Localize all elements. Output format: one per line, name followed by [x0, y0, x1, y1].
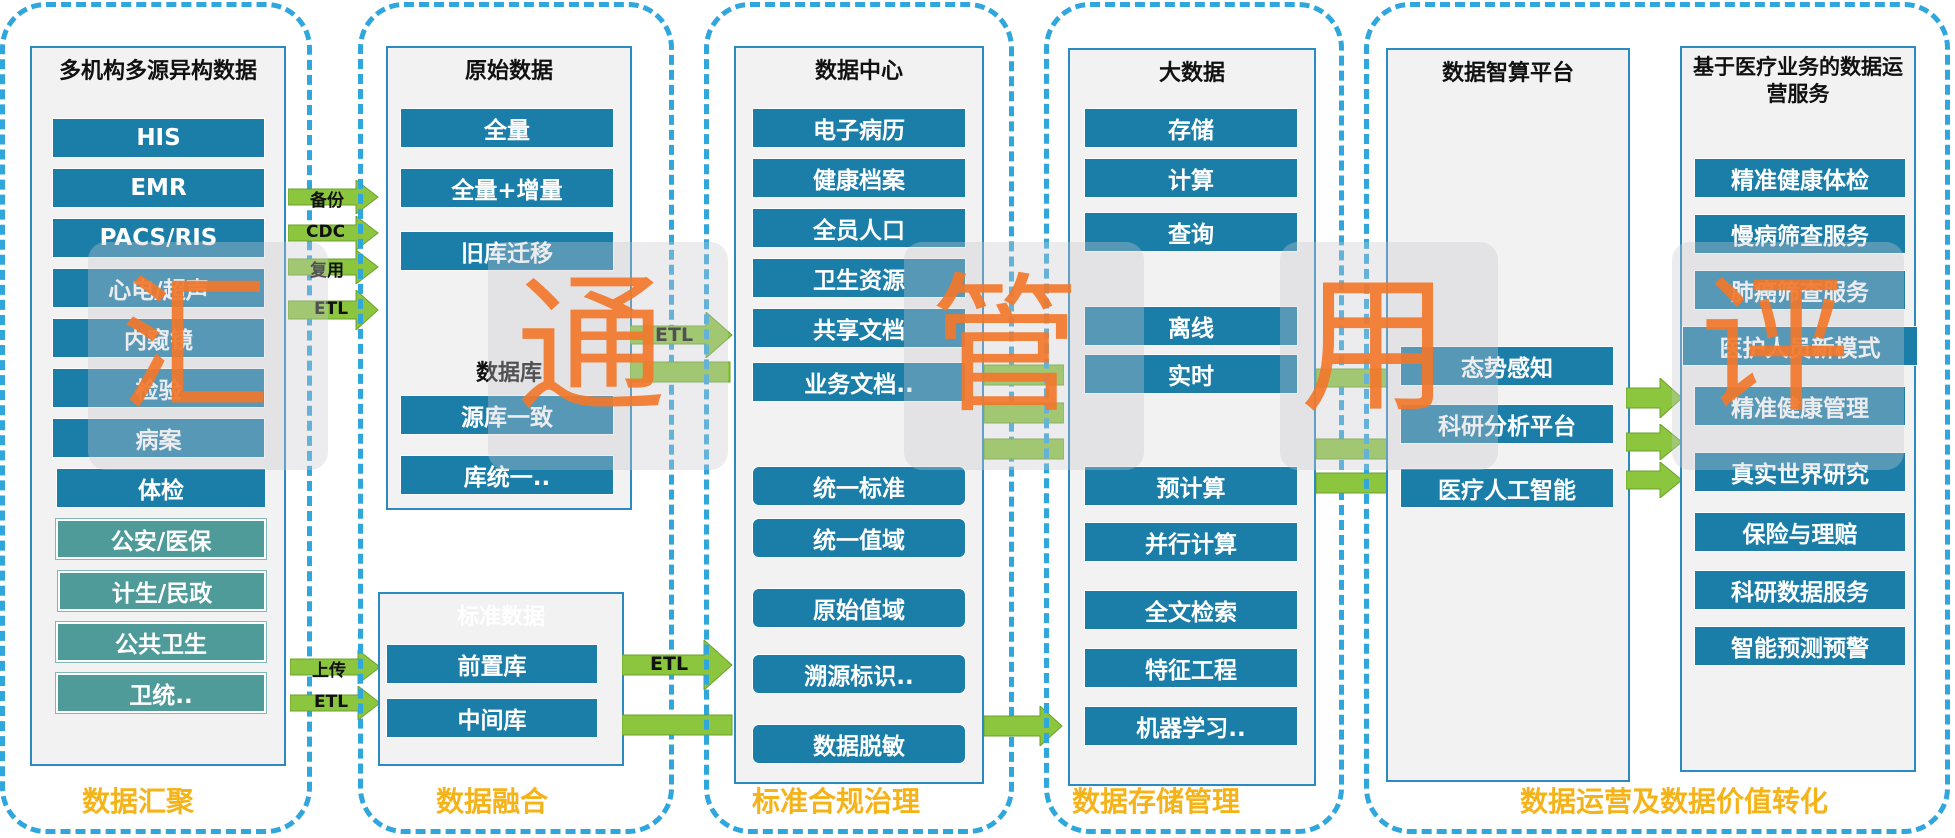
governance-item[interactable]: 溯源标识..	[752, 654, 966, 694]
governance-item[interactable]: 统一值域	[752, 518, 966, 558]
big-data-item[interactable]: 并行计算	[1084, 522, 1298, 562]
arrow-platform-to-service-3	[1626, 462, 1683, 498]
arrow-backup	[288, 180, 379, 214]
standard-data-item[interactable]: 中间库	[386, 698, 598, 738]
big-data-item[interactable]: 计算	[1084, 158, 1298, 198]
platform-item[interactable]: 态势感知	[1400, 346, 1614, 386]
arrow-label: 备份	[310, 191, 344, 211]
service-item[interactable]: 智能预测预警	[1694, 626, 1906, 666]
source-item[interactable]: HIS	[52, 118, 265, 158]
arrow-reuse	[288, 250, 379, 284]
watermark-backdrop	[88, 242, 328, 470]
source-item-gov[interactable]: 计生/民政	[57, 570, 267, 612]
data-center-item[interactable]: 卫生资源	[752, 258, 966, 298]
service-item[interactable]: 保险与理赔	[1694, 512, 1906, 552]
watermark-char: 用	[1300, 260, 1451, 434]
arrow-label: ETL	[655, 324, 694, 346]
arrow-platform-to-service-2	[1626, 424, 1683, 460]
source-item-gov[interactable]: 公安/医保	[55, 518, 267, 560]
arrow-platform-to-service-1	[1626, 378, 1683, 418]
standard-data-item[interactable]: 前置库	[386, 644, 598, 684]
raw-data-item[interactable]: 全量	[400, 108, 614, 148]
section-data-aggregation	[0, 2, 312, 834]
big-data-item[interactable]: 预计算	[1084, 466, 1298, 506]
arrow-label: ETL	[650, 653, 689, 675]
footer-label: 数据存储管理	[1072, 785, 1241, 818]
watermark-backdrop	[488, 242, 728, 470]
big-data-item[interactable]: 存储	[1084, 108, 1298, 148]
service-item[interactable]: 真实世界研究	[1694, 452, 1906, 492]
arrow-label: 复用	[310, 261, 344, 281]
big-data-item[interactable]: 特征工程	[1084, 648, 1298, 688]
arrow-label: ETL	[314, 692, 349, 712]
arrow-label: ETL	[314, 299, 349, 319]
source-item-gov[interactable]: 卫统..	[55, 672, 267, 714]
service-item[interactable]: 慢病筛查服务	[1694, 214, 1906, 254]
source-item[interactable]: EMR	[52, 168, 265, 208]
governance-item[interactable]: 数据脱敏	[752, 724, 966, 764]
watermark-char: 评	[1700, 260, 1851, 434]
source-item[interactable]: 内窥镜	[52, 318, 265, 358]
panel-title: 数据智算平台	[1441, 61, 1574, 86]
panel-title: 标准数据	[456, 605, 545, 630]
service-item[interactable]: 肺癌筛查服务	[1694, 270, 1906, 310]
arrow-center-to-bigdata-4	[984, 706, 1063, 746]
panel-title: 多机构多源异构数据	[58, 59, 257, 84]
service-item[interactable]: 科研数据服务	[1694, 570, 1906, 610]
section-data-operation	[1364, 2, 1950, 834]
arrow-label: CDC	[306, 222, 346, 242]
big-data-item[interactable]: 离线	[1084, 306, 1298, 346]
raw-data-item[interactable]: 旧库迁移	[400, 231, 614, 271]
raw-data-item[interactable]: 库统一..	[400, 455, 614, 495]
source-item[interactable]: 心电/超声	[52, 268, 265, 308]
panel-title: 基于医疗业务的数据运营服务	[1693, 55, 1903, 106]
watermark-backdrop	[904, 242, 1144, 470]
platform-item[interactable]: 科研分析平台	[1400, 404, 1614, 444]
footer-label: 数据汇聚	[82, 785, 195, 818]
watermark-char: 通	[516, 260, 667, 434]
arrow-label: 上传	[312, 661, 346, 681]
footer-label: 数据融合	[436, 785, 549, 818]
big-data-item[interactable]: 查询	[1084, 212, 1298, 252]
source-item[interactable]: 体检	[56, 468, 266, 508]
data-center-item[interactable]: 健康档案	[752, 158, 966, 198]
raw-data-item[interactable]: 源库一致	[400, 395, 614, 435]
panel-title: 大数据	[1158, 61, 1225, 86]
arrow-etl	[288, 290, 379, 330]
big-data-item[interactable]: 机器学习..	[1084, 706, 1298, 746]
source-item[interactable]: 病案	[52, 418, 265, 458]
footer-label: 数据运营及数据价值转化	[1520, 785, 1829, 818]
data-center-item[interactable]: 电子病历	[752, 108, 966, 148]
section-storage-management	[1044, 2, 1344, 834]
source-item[interactable]: 检验	[52, 368, 265, 408]
service-item[interactable]: 精准健康体检	[1694, 158, 1906, 198]
watermark-backdrop	[1280, 242, 1498, 470]
watermark-backdrop	[1672, 242, 1904, 470]
data-center-item[interactable]: 业务文档..	[752, 362, 966, 402]
service-item[interactable]: 精准健康管理	[1694, 386, 1906, 426]
watermark-char: 管	[930, 260, 1081, 434]
raw-data-item[interactable]: 全量+增量	[400, 168, 614, 208]
governance-item[interactable]: 原始值域	[752, 588, 966, 628]
panel-title: 原始数据	[464, 59, 553, 84]
panel-subtitle: 数据库	[475, 361, 542, 386]
source-item-gov[interactable]: 公共卫生	[55, 621, 267, 663]
arrow-cdc	[288, 216, 379, 250]
footer-label: 标准合规治理	[752, 785, 921, 818]
governance-item[interactable]: 统一标准	[752, 466, 966, 506]
panel-title: 数据中心	[814, 59, 903, 84]
big-data-item[interactable]: 实时	[1084, 354, 1298, 394]
big-data-item[interactable]: 全文检索	[1084, 590, 1298, 630]
watermark-char: 汇	[120, 260, 271, 434]
section-data-fusion	[358, 2, 674, 834]
source-item[interactable]: PACS/RIS	[52, 218, 265, 258]
platform-item[interactable]: 医疗人工智能	[1400, 468, 1614, 508]
service-item[interactable]: 医护人员新模式	[1682, 326, 1918, 366]
data-center-item[interactable]: 全员人口	[752, 208, 966, 248]
data-center-item[interactable]: 共享文档	[752, 308, 966, 348]
